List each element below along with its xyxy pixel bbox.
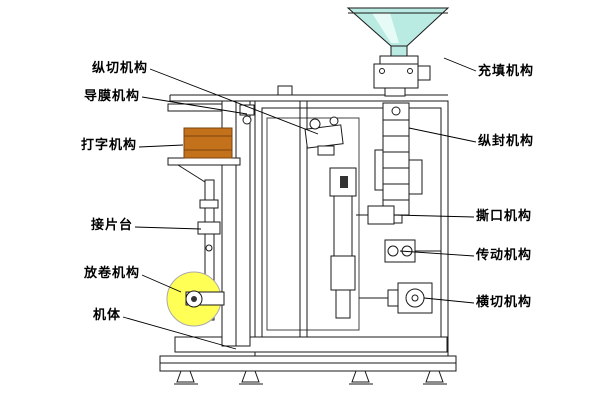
foot — [425, 370, 444, 383]
label-filling-mechanism: 充填机构 — [478, 64, 535, 79]
film-roll-unwinder — [166, 271, 225, 327]
leader-splice-table — [134, 226, 202, 230]
foot — [176, 370, 195, 383]
leader-tear-notch — [393, 214, 475, 218]
printer-box — [183, 127, 233, 159]
label-tear-notch-mechanism: 撕口机构 — [476, 209, 533, 224]
foot — [241, 370, 260, 383]
tear-notch-mechanism — [356, 205, 395, 225]
leader-filling — [443, 57, 477, 72]
leader-lines — [122, 57, 477, 350]
hopper — [346, 7, 450, 57]
leader-transmission — [399, 250, 475, 257]
leader-printer — [138, 144, 184, 148]
foot — [351, 370, 370, 383]
film-guide-bracket — [239, 104, 255, 116]
leader-body — [122, 316, 237, 350]
bag-forming-tube — [329, 167, 357, 319]
label-cross-cutting-mechanism: 横切机构 — [476, 295, 533, 310]
top-shelf — [167, 103, 223, 112]
label-slitting-mechanism: 纵切机构 — [91, 61, 148, 76]
printer-shelf — [167, 157, 241, 166]
former-collar — [277, 85, 344, 156]
label-printer-mechanism: 打字机构 — [80, 138, 137, 153]
leader-cross-cut — [423, 297, 475, 304]
sealing-column — [374, 102, 423, 224]
label-sealing-mechanism: 纵封机构 — [478, 134, 535, 149]
label-unwinding-mechanism: 放卷机构 — [83, 266, 140, 281]
leader-film-guide — [141, 96, 248, 115]
leader-slitting — [149, 68, 319, 135]
body-cross-beam — [174, 336, 448, 353]
label-transmission-mechanism: 传动机构 — [476, 248, 533, 263]
label-machine-body: 机体 — [92, 308, 121, 323]
label-splice-table: 接片台 — [90, 218, 133, 233]
printer-unit — [183, 127, 233, 159]
splice-table — [197, 221, 221, 235]
leader-sealing — [408, 127, 477, 143]
filling-mechanism — [373, 55, 431, 97]
machine-base — [159, 355, 457, 385]
film-guide-roller — [242, 115, 252, 125]
label-film-guide-mechanism: 导膜机构 — [83, 89, 140, 104]
cabinet-door — [266, 117, 360, 331]
hopper-highlight — [372, 13, 399, 43]
leader-unwinder — [141, 274, 182, 293]
